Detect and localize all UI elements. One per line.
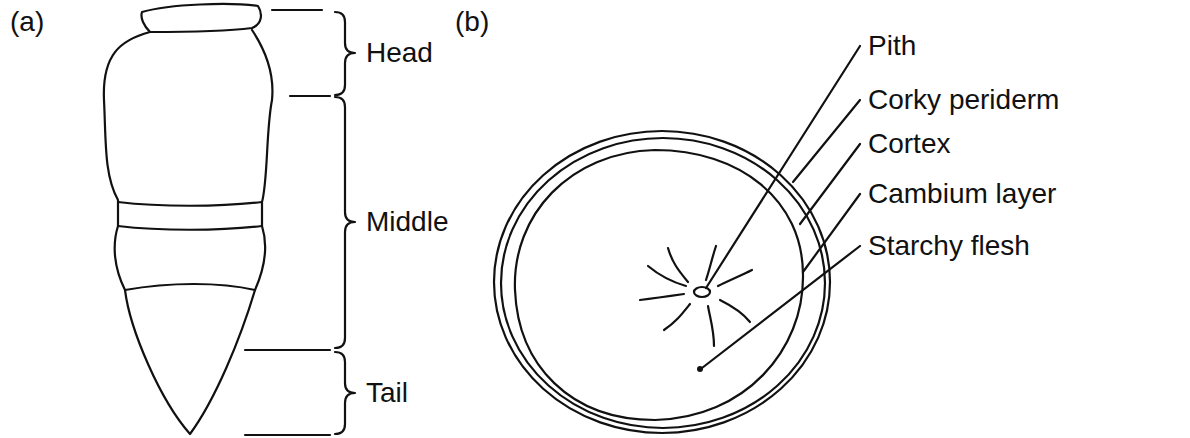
vascular-strand [668,248,688,282]
part-label: Middle [366,207,448,238]
periderm-inner [501,138,825,428]
vascular-strand [640,294,684,300]
leader-dot [697,366,703,372]
vascular-strand [648,266,686,286]
part-label: Cortex [868,129,950,160]
leader-line [803,194,860,272]
root-cap [141,4,260,32]
brace [335,12,355,95]
leader-line [800,144,860,224]
vascular-strand [664,304,690,330]
extent-tick [290,95,330,97]
root-ring-line [125,284,255,290]
brace [335,97,355,348]
pith [694,287,710,297]
extent-tick [272,9,322,11]
vascular-strand [720,300,750,322]
panel-letter: (b) [455,7,489,38]
part-label: Pith [868,31,916,62]
leader-line [702,246,860,368]
part-label: Corky periderm [868,85,1059,116]
panel-letter: (a) [10,7,44,38]
extent-tick [245,434,330,436]
vascular-strand [708,306,714,346]
part-label: Head [366,38,433,69]
part-label: Starchy flesh [868,231,1030,262]
root-ring-line [118,202,262,206]
root-outline [104,30,273,434]
brace [335,352,355,434]
part-label: Cambium layer [868,179,1056,210]
leader-line [793,100,860,182]
cambium-ring [515,150,803,420]
root-ring-line [118,226,262,230]
vascular-strand [718,270,752,286]
leader-line [706,46,860,288]
extent-tick [245,349,330,351]
periderm-outer [494,131,830,433]
part-label: Tail [366,378,408,409]
